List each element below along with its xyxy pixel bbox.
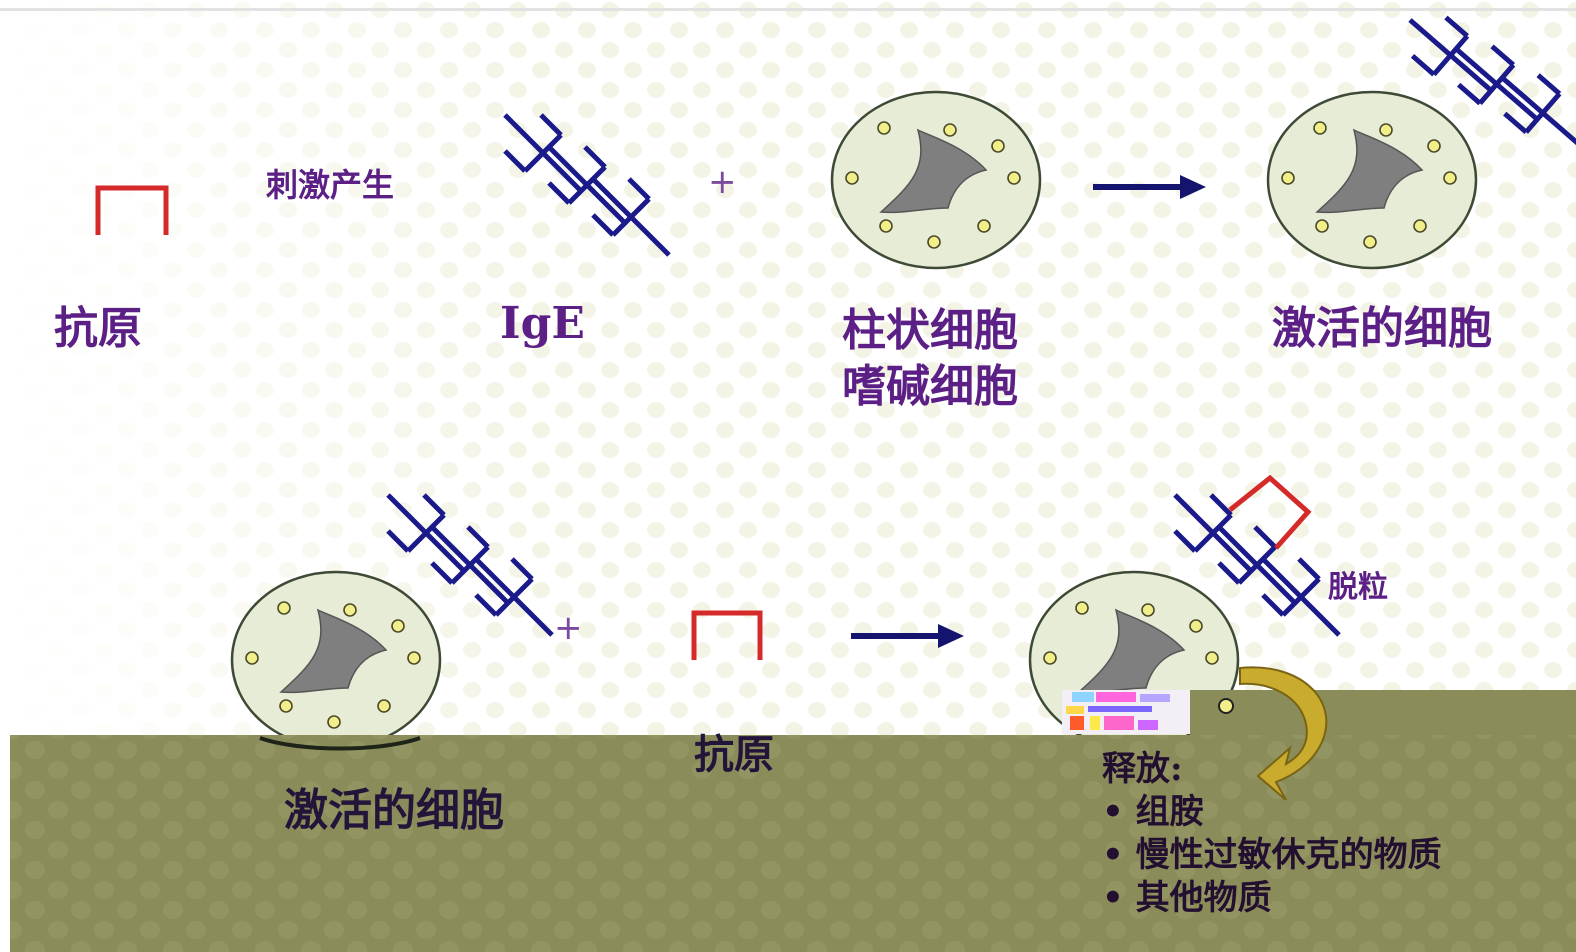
release-item-histamine: • 组胺: [1102, 792, 1204, 832]
release-arrow-icon: [1239, 666, 1328, 801]
plus-top: +: [708, 162, 737, 202]
release-list: 释放: • 组胺 • 慢性过敏休克的物质 • 其他物质: [1102, 748, 1442, 920]
antigen-top-icon: [95, 185, 169, 235]
arrow-bottom-head-icon: [938, 624, 964, 648]
activated-cell-bottom-icon: [230, 570, 442, 750]
ige-label: IgE: [500, 298, 585, 349]
antigen-bottom-icon: [691, 610, 763, 660]
mast-cell-icon: [830, 90, 1042, 270]
release-title: 释放:: [1102, 749, 1183, 789]
mast-cell-label: 柱状细胞: [842, 305, 1018, 356]
activated-cell-top-label: 激活的细胞: [1272, 303, 1492, 354]
image-glitch-strip: [1062, 690, 1190, 734]
cell-edge-bottom-left: [259, 736, 421, 751]
antigen-bottom-label: 抗原: [694, 731, 774, 778]
top-rule: [0, 8, 1576, 11]
stimulate-label: 刺激产生: [266, 166, 395, 204]
arrow-top-head-icon: [1180, 175, 1206, 199]
plus-bottom: +: [554, 608, 583, 648]
activated-cell-top-icon: [1266, 90, 1478, 270]
released-granule-icon: [1218, 698, 1234, 714]
degranulation-label: 脱粒: [1328, 570, 1388, 605]
release-item-other: • 其他物质: [1102, 878, 1272, 918]
overlay-band-step: [1190, 690, 1576, 738]
activated-cell-bottom-label: 激活的细胞: [284, 785, 504, 836]
antigen-top-label: 抗原: [54, 303, 142, 354]
antigen-crosslink-icon: [1228, 474, 1312, 550]
basophil-label: 嗜碱细胞: [842, 361, 1018, 412]
overlay-band-pattern: [10, 735, 1576, 952]
release-item-srs-a: • 慢性过敏休克的物质: [1102, 835, 1442, 875]
